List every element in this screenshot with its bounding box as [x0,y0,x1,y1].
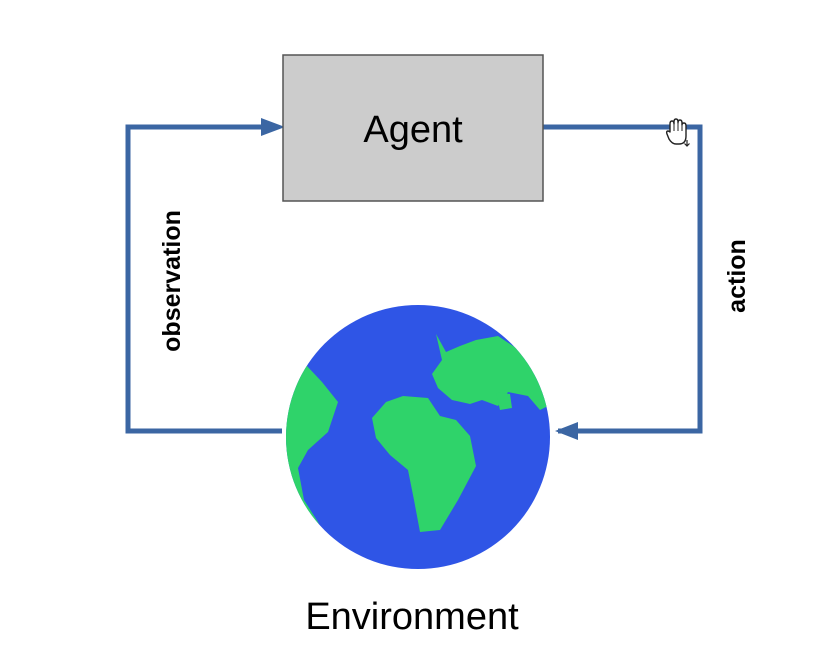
globe-land-island [496,392,512,410]
globe-icon [286,305,550,569]
agent-box [282,54,544,202]
agent-node: Agent [282,54,544,202]
globe-land-africa [372,396,476,532]
observation-label: observation [158,210,186,352]
observation-arrow [125,124,282,434]
globe-land-eurasia [432,334,550,410]
observation-arrowhead [261,118,285,136]
action-arrow [543,124,703,434]
environment-label: Environment [305,596,519,638]
hand-cursor-icon [665,118,690,147]
action-arrowhead [555,422,578,440]
agent-label: Agent [363,109,463,151]
action-label: action [723,239,751,313]
